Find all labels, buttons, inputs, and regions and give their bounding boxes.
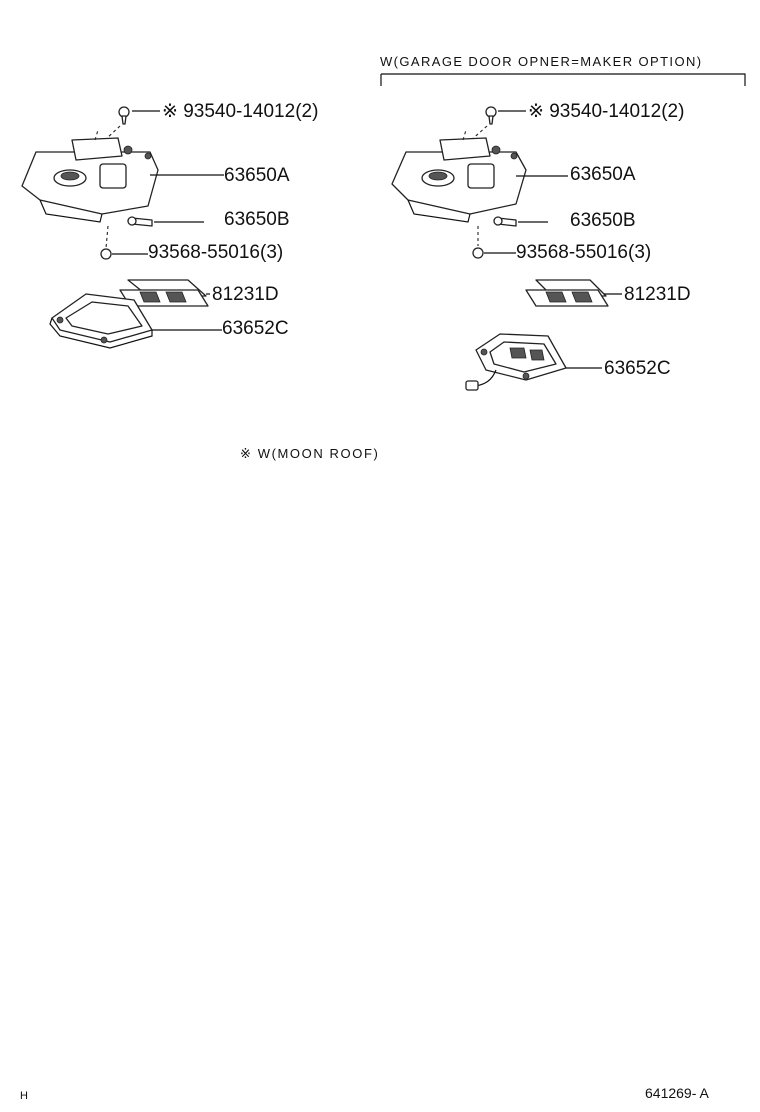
left-label-screw-top: ※ 93540-14012(2) bbox=[162, 101, 318, 122]
left-parts-group: ※ 93540-14012(2) 63650A 63650B 935 bbox=[21, 101, 318, 349]
right-parts-group: ※ 93540-14012(2) 63650A 63650B 935 bbox=[391, 101, 691, 391]
option-bracket bbox=[380, 73, 746, 86]
corner-mark: H bbox=[20, 1090, 28, 1102]
right-label-lamp-assy: 63650A bbox=[570, 164, 636, 185]
right-housing-icon bbox=[465, 333, 567, 391]
diagram-code: 641269- A bbox=[645, 1085, 709, 1101]
left-label-screw-bottom: 93568-55016(3) bbox=[148, 242, 283, 263]
right-label-screw-bottom: 93568-55016(3) bbox=[516, 242, 651, 263]
right-label-lens: 81231D bbox=[624, 284, 691, 305]
left-housing-icon bbox=[49, 293, 153, 349]
left-label-bulb: 63650B bbox=[224, 209, 290, 230]
left-lens-icon bbox=[119, 279, 209, 307]
right-lamp-assembly-icon bbox=[391, 129, 527, 223]
left-label-housing: 63652C bbox=[222, 318, 289, 339]
left-lamp-assembly-icon bbox=[21, 129, 159, 223]
right-label-screw-top: ※ 93540-14012(2) bbox=[528, 101, 684, 122]
left-label-lens: 81231D bbox=[212, 284, 279, 305]
right-label-bulb: 63650B bbox=[570, 210, 636, 231]
left-label-lamp-assy: 63650A bbox=[224, 165, 290, 186]
right-screw-bottom-icon bbox=[472, 226, 484, 259]
moon-roof-note: ※ W(MOON ROOF) bbox=[240, 446, 379, 461]
right-bulb-icon bbox=[493, 216, 517, 227]
right-lens-icon bbox=[525, 279, 609, 307]
left-bulb-icon bbox=[127, 216, 153, 227]
option-header: W(GARAGE DOOR OPNER=MAKER OPTION) bbox=[380, 54, 702, 69]
right-label-housing: 63652C bbox=[604, 358, 671, 379]
left-screw-bottom-icon bbox=[100, 225, 112, 260]
